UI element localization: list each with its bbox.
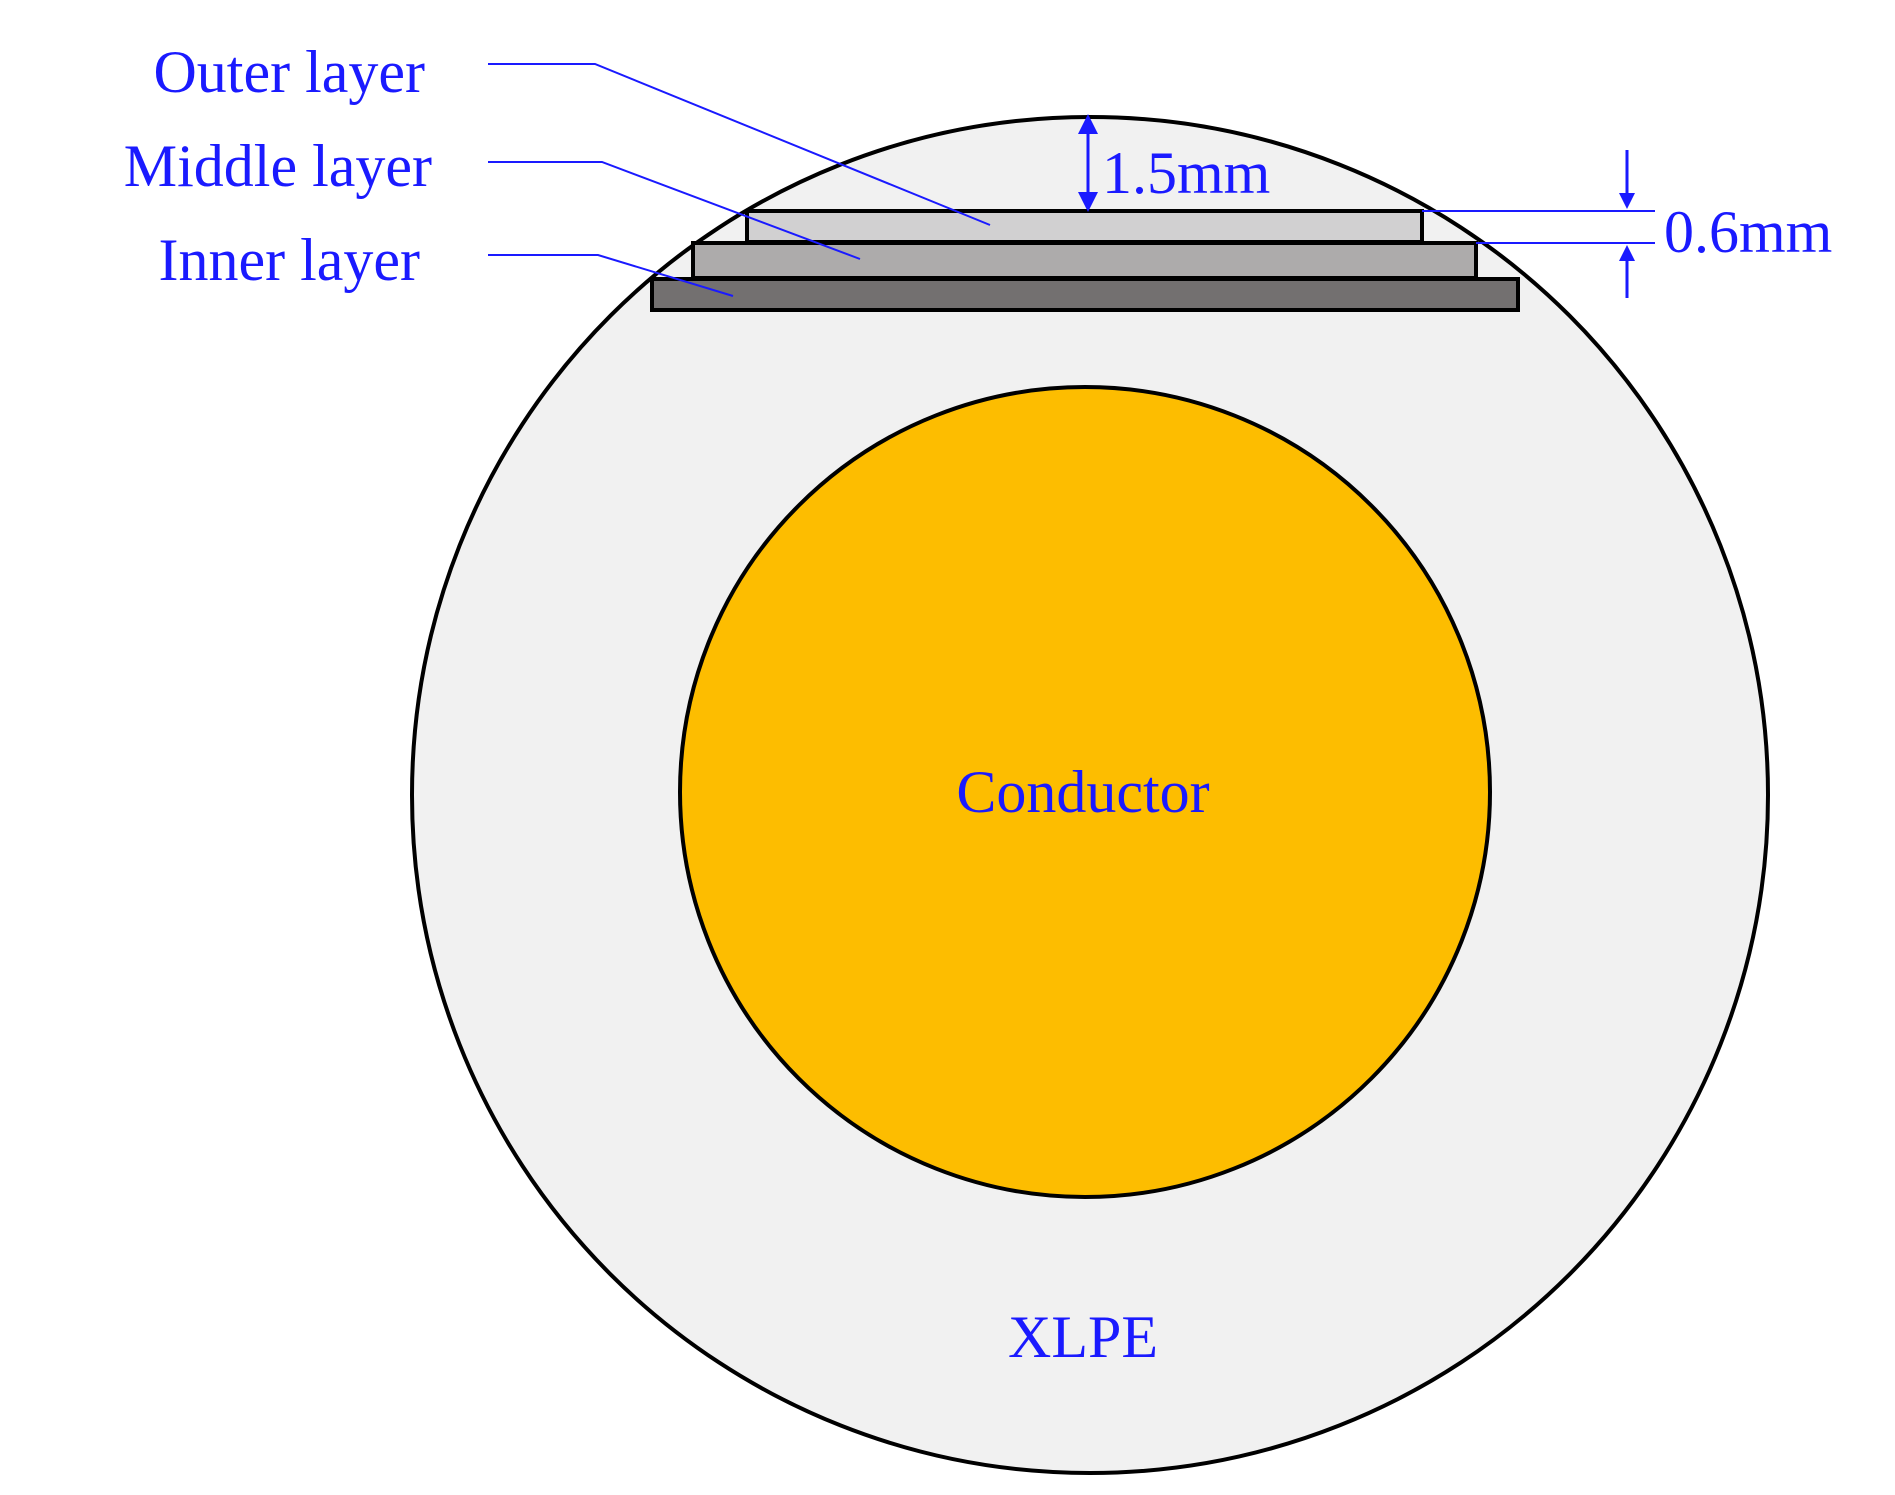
middle-layer-label: Middle layer [124,133,432,199]
outer-layer-label: Outer layer [153,39,425,105]
inner-layer-label: Inner layer [158,227,420,293]
conductor-label: Conductor [956,759,1209,825]
middle-layer-strip [691,241,1478,280]
inner-layer-strip [650,277,1520,312]
conductor-core [678,385,1492,1199]
inner-layer-leader [488,254,734,297]
thickness-dimension-label: 0.6mm [1664,199,1832,265]
outer-layer-leader [488,63,991,226]
gap-dimension-label: 1.5mm [1102,140,1270,206]
thickness-dimension [1422,150,1655,298]
xlpe-label: XLPE [1008,1304,1158,1370]
gap-dimension-arrow [1078,114,1098,212]
outer-layer-strip [745,209,1424,244]
middle-layer-leader [488,161,861,260]
